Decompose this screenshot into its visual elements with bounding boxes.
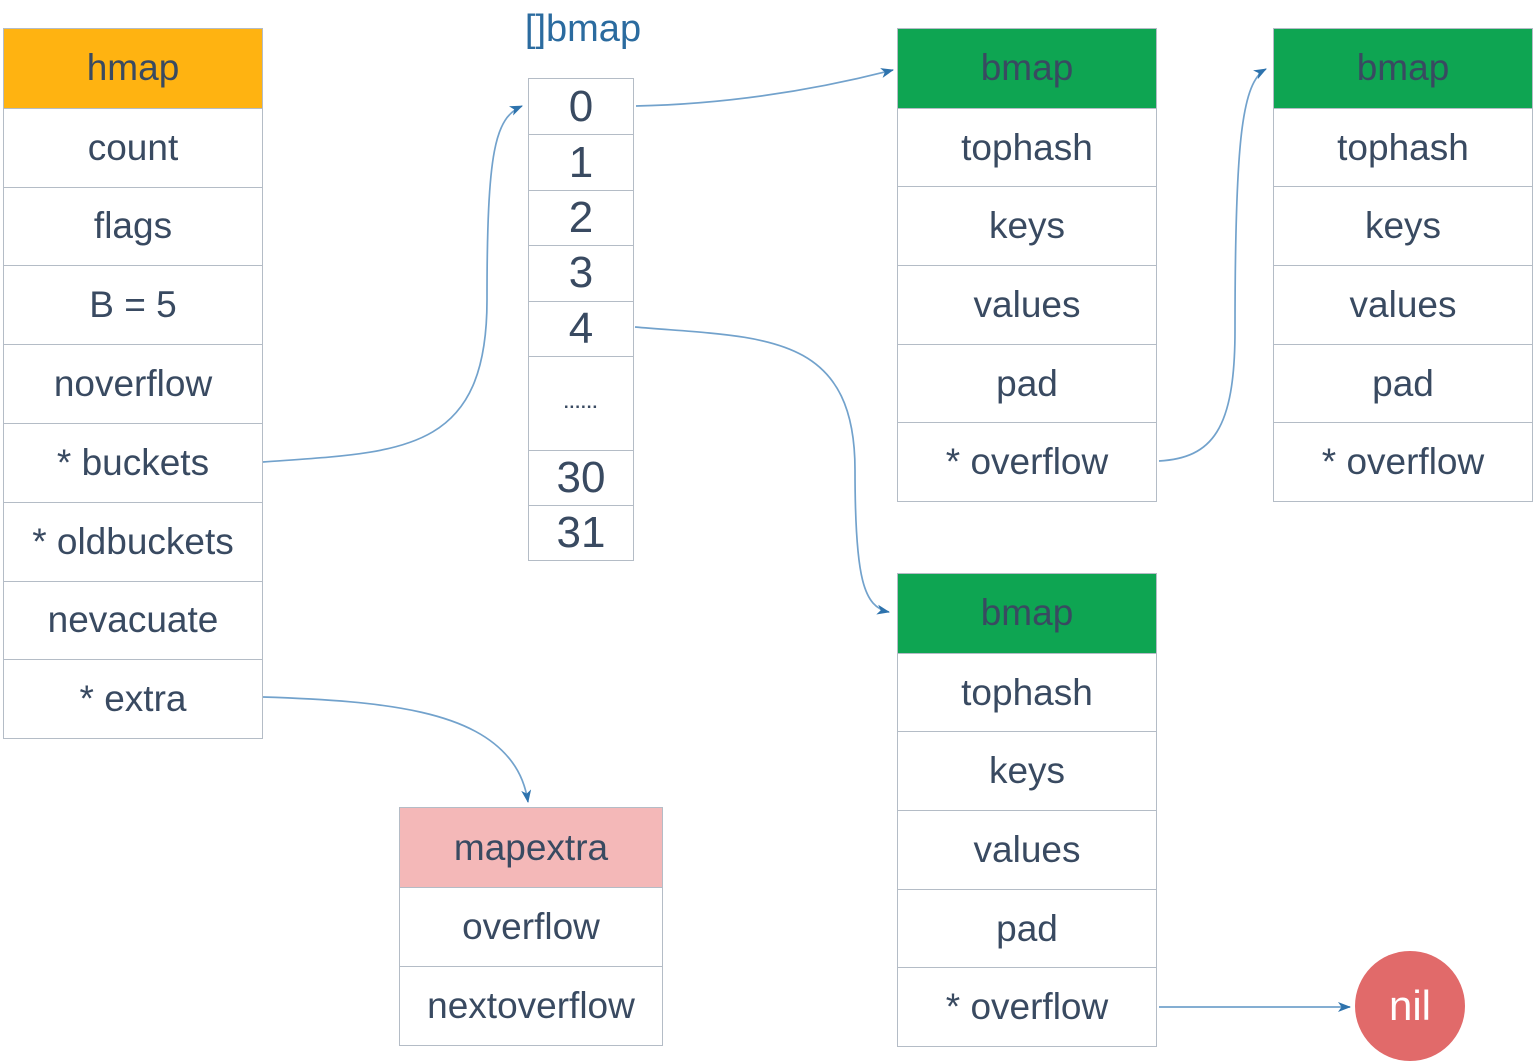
bucket-cell-30: 30 (529, 449, 633, 505)
hmap-row-oldbuckets: * oldbuckets (4, 501, 262, 581)
bmap-bottom-row-keys: keys (898, 731, 1156, 810)
bmap-top-row-tophash: tophash (898, 107, 1156, 187)
bmap-top-header: bmap (898, 29, 1156, 108)
bucket-array-title: []bmap (524, 8, 642, 50)
mapextra-row-overflow: overflow (400, 887, 662, 966)
bmap-table-top: bmap tophash keys values pad * overflow (897, 28, 1157, 503)
bucket-cell-3: 3 (529, 245, 633, 300)
nil-node: nil (1355, 951, 1465, 1061)
hmap-row-noverflow: noverflow (4, 344, 262, 423)
hmap-row-b: B = 5 (4, 265, 262, 344)
bmap-right-row-keys: keys (1274, 186, 1532, 265)
hmap-table: hmap count flags B = 5 noverflow * bucke… (3, 28, 263, 740)
bmap-table-right: bmap tophash keys values pad * overflow (1273, 28, 1533, 503)
bmap-table-bottom: bmap tophash keys values pad * overflow (897, 573, 1157, 1048)
bucket-cell-ellipsis: ...... (529, 355, 633, 450)
bmap-top-row-pad: pad (898, 343, 1156, 423)
bucket-cell-31: 31 (529, 504, 633, 560)
bucket-cell-1: 1 (529, 134, 633, 189)
bmap-right-row-pad: pad (1274, 343, 1532, 423)
bmap-right-row-values: values (1274, 265, 1532, 344)
bmap-bottom-header: bmap (898, 574, 1156, 653)
bmap-right-row-overflow: * overflow (1274, 422, 1532, 501)
bmap-right-row-tophash: tophash (1274, 107, 1532, 187)
bmap-bottom-row-values: values (898, 810, 1156, 889)
bucket-cell-4: 4 (529, 300, 633, 356)
arrow-buckets-to-array (262, 105, 523, 463)
bmap-top-row-overflow: * overflow (898, 422, 1156, 501)
bucket-cell-0: 0 (568, 81, 594, 131)
arrow-extra-to-mapextra (262, 696, 532, 803)
hmap-row-extra: * extra (4, 659, 262, 738)
hmap-table-header: hmap (4, 29, 262, 108)
bucket-array: 0 1 2 3 4 ...... 30 31 (528, 78, 634, 562)
bmap-top-row-keys: keys (898, 186, 1156, 265)
arrow-overflow-to-bmap-right (1158, 68, 1267, 462)
bmap-top-row-values: values (898, 265, 1156, 344)
hmap-row-nevacuate: nevacuate (4, 580, 262, 660)
bmap-right-header: bmap (1274, 29, 1532, 108)
arrow-cell4-to-bmap-bottom (634, 326, 890, 615)
mapextra-header: mapextra (400, 808, 662, 887)
nil-label: nil (1388, 982, 1432, 1029)
bmap-bottom-row-overflow: * overflow (898, 967, 1156, 1046)
hmap-row-flags: flags (4, 186, 262, 266)
mapextra-row-nextoverflow: nextoverflow (400, 966, 662, 1045)
bmap-bottom-row-tophash: tophash (898, 652, 1156, 732)
arrow-cell0-to-bmap-top (635, 68, 894, 107)
mapextra-table: mapextra overflow nextoverflow (399, 807, 663, 1046)
hmap-row-count: count (4, 107, 262, 187)
bucket-cell-2: 2 (529, 189, 633, 245)
hmap-row-buckets: * buckets (4, 422, 262, 502)
bmap-bottom-row-pad: pad (898, 888, 1156, 968)
